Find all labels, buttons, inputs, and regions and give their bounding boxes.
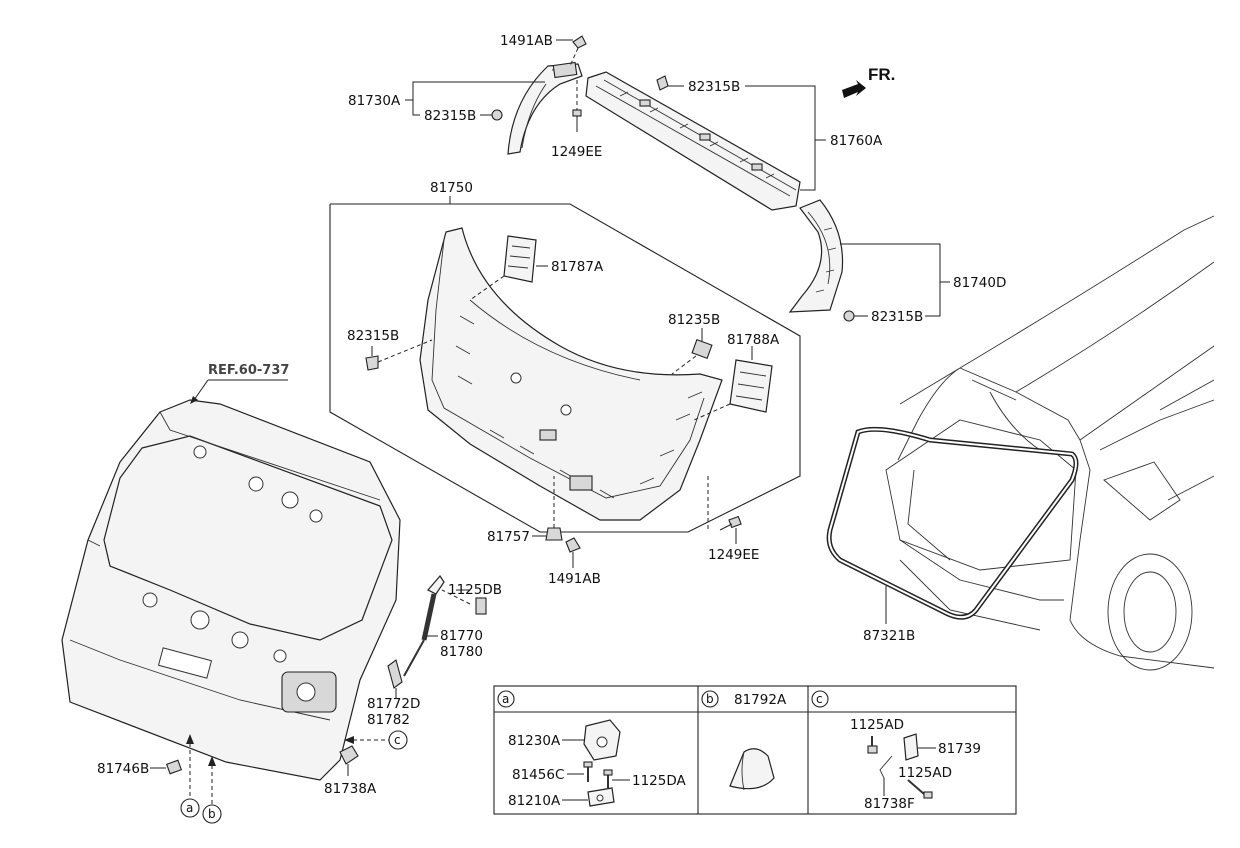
legend-b-part: 81792A bbox=[734, 692, 787, 708]
legend-a-part-4: 81210A bbox=[508, 793, 561, 809]
part-81746B-bumper bbox=[150, 759, 183, 775]
legend-a-marker bbox=[497, 690, 515, 708]
part-1249EE-bottom-screw bbox=[707, 476, 742, 544]
label-81738A: 81738A bbox=[324, 781, 377, 797]
legend-table: a b c 81792A 81230A 81456C 1125DA 81210A bbox=[493, 685, 1017, 815]
label-81757: 81757 bbox=[487, 529, 530, 545]
legend-c-letter: c bbox=[816, 692, 823, 706]
label-81772D: 81772D bbox=[367, 696, 420, 712]
label-1491AB-bottom: 1491AB bbox=[548, 571, 601, 587]
part-81760A-trim bbox=[585, 71, 801, 211]
legend-a-striker bbox=[562, 787, 615, 807]
assembly-81750-box bbox=[329, 203, 801, 533]
label-81780: 81780 bbox=[440, 644, 483, 660]
front-label: FR. bbox=[868, 65, 895, 84]
label-81770: 81770 bbox=[440, 628, 483, 644]
part-81787A-cover bbox=[469, 235, 548, 301]
part-81740D-trim bbox=[788, 199, 844, 313]
label-81740D: 81740D bbox=[953, 275, 1006, 291]
callout-c-marker bbox=[388, 730, 408, 750]
label-1249EE-bottom: 1249EE bbox=[708, 547, 759, 563]
legend-c-part-4: 81738F bbox=[864, 796, 915, 812]
clip-82315B-d bbox=[365, 339, 433, 371]
front-arrow-icon bbox=[842, 80, 866, 98]
legend-c-marker bbox=[811, 690, 829, 708]
front-direction-indicator: FR. bbox=[842, 65, 895, 98]
clip-82315B-c bbox=[843, 310, 855, 322]
label-81760A: 81760A bbox=[830, 133, 883, 149]
label-1125DB: 1125DB bbox=[448, 582, 502, 598]
clip-82315B-a bbox=[491, 109, 503, 121]
legend-a-part-3: 1125DA bbox=[632, 773, 687, 789]
callout-c-pointer: c bbox=[344, 730, 408, 750]
clip-82315B-b bbox=[656, 75, 684, 91]
label-87321B: 87321B bbox=[863, 628, 915, 644]
label-1249EE-top: 1249EE bbox=[551, 144, 602, 160]
part-1249EE-top-screw bbox=[572, 80, 582, 132]
callout-a-pointer: a bbox=[180, 734, 200, 818]
callout-a-marker bbox=[180, 798, 200, 818]
legend-b-letter: b bbox=[706, 692, 714, 706]
part-1125DB-bolt bbox=[441, 589, 487, 615]
callout-b-pointer: b bbox=[202, 756, 222, 824]
part-81750-trim-panel bbox=[419, 227, 723, 521]
part-87321B-weatherstrip bbox=[826, 426, 1079, 624]
legend-a-letter: a bbox=[502, 692, 509, 706]
legend-b-bumper bbox=[729, 748, 775, 791]
label-1491AB-top: 1491AB bbox=[500, 33, 553, 49]
label-81746B: 81746B bbox=[97, 761, 149, 777]
label-reference: REF.60-737 bbox=[208, 363, 289, 378]
label-82315B-a: 82315B bbox=[424, 108, 476, 124]
label-82315B-d: 82315B bbox=[347, 328, 399, 344]
label-81750: 81750 bbox=[430, 180, 473, 196]
legend-a-part-2: 81456C bbox=[512, 767, 564, 783]
label-82315B-c: 82315B bbox=[871, 309, 923, 325]
callout-a-letter: a bbox=[186, 801, 193, 815]
callout-c-letter: c bbox=[394, 733, 401, 747]
legend-c-bracket bbox=[879, 733, 936, 779]
label-81235B: 81235B bbox=[668, 312, 720, 328]
part-81757-clip bbox=[532, 476, 563, 541]
legend-a-part-1: 81230A bbox=[508, 733, 561, 749]
legend-a-screws bbox=[567, 761, 630, 788]
callout-b-letter: b bbox=[208, 807, 216, 821]
vehicle-rear-illustration bbox=[885, 215, 1215, 671]
part-81235B-clip bbox=[671, 328, 713, 375]
part-1491AB-top-clip bbox=[556, 35, 587, 67]
reference-note: REF.60-737 bbox=[190, 363, 289, 404]
callout-b-marker bbox=[202, 804, 222, 824]
label-81782: 81782 bbox=[367, 712, 410, 728]
part-81730A-garnish bbox=[507, 61, 583, 155]
legend-c-part-2: 81739 bbox=[938, 741, 981, 757]
label-81788A: 81788A bbox=[727, 332, 780, 348]
tailgate-panel bbox=[61, 399, 401, 781]
part-1491AB-bottom-clip bbox=[565, 537, 581, 568]
part-81738A-stopper bbox=[339, 745, 359, 776]
part-81770-gas-lifter bbox=[387, 575, 445, 689]
legend-c-bolt-lower bbox=[883, 778, 933, 799]
legend-c-bolt-upper bbox=[867, 736, 878, 754]
legend-b-marker bbox=[701, 690, 719, 708]
label-81787A: 81787A bbox=[551, 259, 604, 275]
label-81730A: 81730A bbox=[348, 93, 401, 109]
legend-a-latch bbox=[562, 719, 621, 761]
legend-c-part-1: 1125AD bbox=[850, 717, 904, 733]
legend-c-part-3: 1125AD bbox=[898, 765, 952, 781]
label-82315B-b: 82315B bbox=[688, 79, 740, 95]
part-81788A-cover bbox=[693, 346, 773, 421]
